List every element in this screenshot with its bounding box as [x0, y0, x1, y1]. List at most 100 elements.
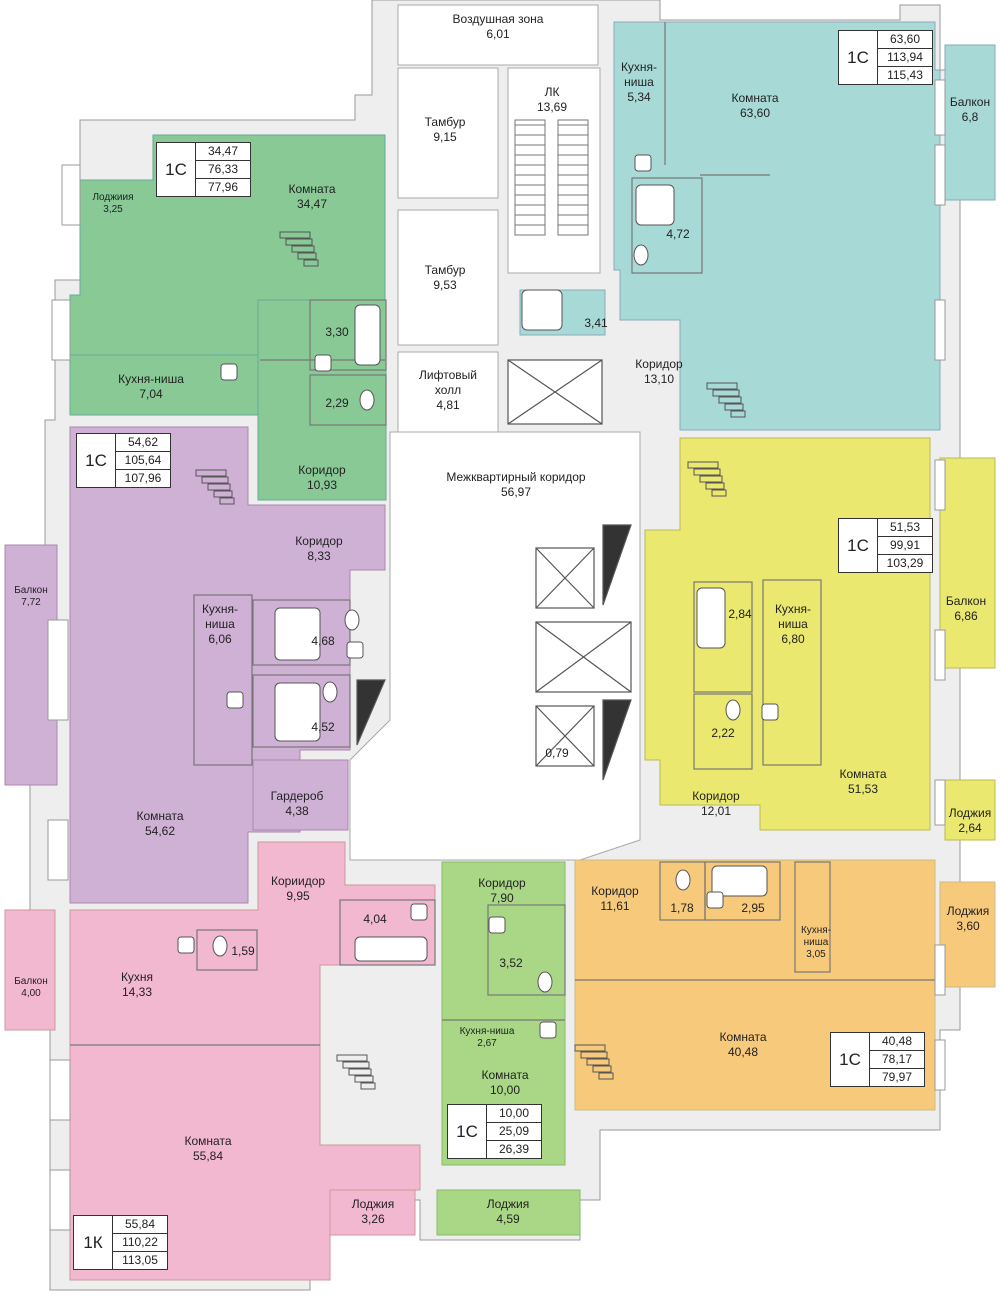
- stair-step: [730, 410, 746, 418]
- stair-step: [706, 382, 738, 390]
- stair-step: [360, 1082, 376, 1090]
- toilet-icon: [633, 244, 649, 266]
- stair-step: [574, 1044, 606, 1052]
- teal-bath-1: 4,72: [666, 227, 690, 241]
- sink-icon: [488, 916, 506, 934]
- stair-step: [342, 1061, 370, 1069]
- window-icon: [934, 459, 946, 511]
- stair-step: [724, 403, 744, 411]
- bathtub-icon: [354, 936, 428, 962]
- stair-step: [586, 1058, 610, 1066]
- stair-step: [693, 468, 721, 476]
- stair-step: [711, 489, 727, 497]
- stair-step: [285, 238, 313, 246]
- yellow-bath-1: 2,84: [728, 607, 752, 621]
- window-icon: [934, 1039, 946, 1091]
- window-icon: [47, 619, 69, 721]
- sink-icon: [177, 936, 195, 954]
- window-icon: [49, 1169, 71, 1231]
- purple-bath-2: 4,52: [311, 720, 335, 734]
- stair-step: [213, 490, 233, 498]
- sink-icon: [410, 903, 428, 921]
- stair-step: [687, 461, 719, 469]
- window-icon: [934, 779, 946, 826]
- apartment-lightgreen: [436, 861, 581, 1236]
- toilet-icon: [359, 389, 375, 411]
- toilet-icon: [344, 609, 360, 631]
- stair-step: [718, 396, 742, 404]
- apartment-purple: [4, 426, 386, 904]
- lg-bath: 3,52: [499, 956, 523, 970]
- interior-walls: [70, 22, 935, 1046]
- window-icon: [934, 79, 946, 136]
- stair-step: [297, 252, 317, 260]
- or-bath-2: 2,95: [741, 901, 765, 915]
- interior-stair-icon: [336, 1054, 376, 1090]
- room-shaft-small: 0,79: [545, 746, 569, 760]
- stair-step: [207, 483, 231, 491]
- interior-stair-icon: [706, 382, 746, 418]
- window-icon: [934, 629, 946, 681]
- window-icon: [934, 944, 946, 996]
- yellow-bath-2: 2,22: [711, 726, 735, 740]
- window-icon: [49, 1059, 71, 1121]
- plumbing-fixtures: [177, 154, 779, 1039]
- sink-icon: [220, 363, 238, 381]
- window-icon: [51, 299, 71, 361]
- stair-step: [219, 497, 235, 505]
- or-bath-1: 1,78: [670, 901, 694, 915]
- sink-icon: [706, 891, 724, 909]
- toilet-icon: [537, 971, 553, 993]
- interior-stair-icon: [574, 1044, 614, 1080]
- stair-step: [195, 469, 227, 477]
- purple-bath-1: 4,68: [311, 634, 335, 648]
- stair-step: [580, 1051, 608, 1059]
- window-icon: [934, 144, 946, 206]
- stair-step: [348, 1068, 372, 1076]
- sink-icon: [346, 641, 364, 659]
- pink-bath-1: 4,04: [363, 912, 387, 926]
- bathtub-icon: [635, 184, 675, 226]
- stair-step: [592, 1065, 612, 1073]
- sink-icon: [761, 703, 779, 721]
- bathtub-icon: [521, 289, 563, 331]
- apartment-pink: [4, 841, 436, 1281]
- bathtub-icon: [274, 607, 321, 661]
- window-icon: [61, 164, 81, 226]
- stair-step: [705, 482, 725, 490]
- toilet-icon: [725, 699, 741, 721]
- common-areas: [349, 4, 641, 861]
- interior-stair-symbols: [195, 231, 746, 1090]
- green-bath-1: 3,30: [325, 325, 349, 339]
